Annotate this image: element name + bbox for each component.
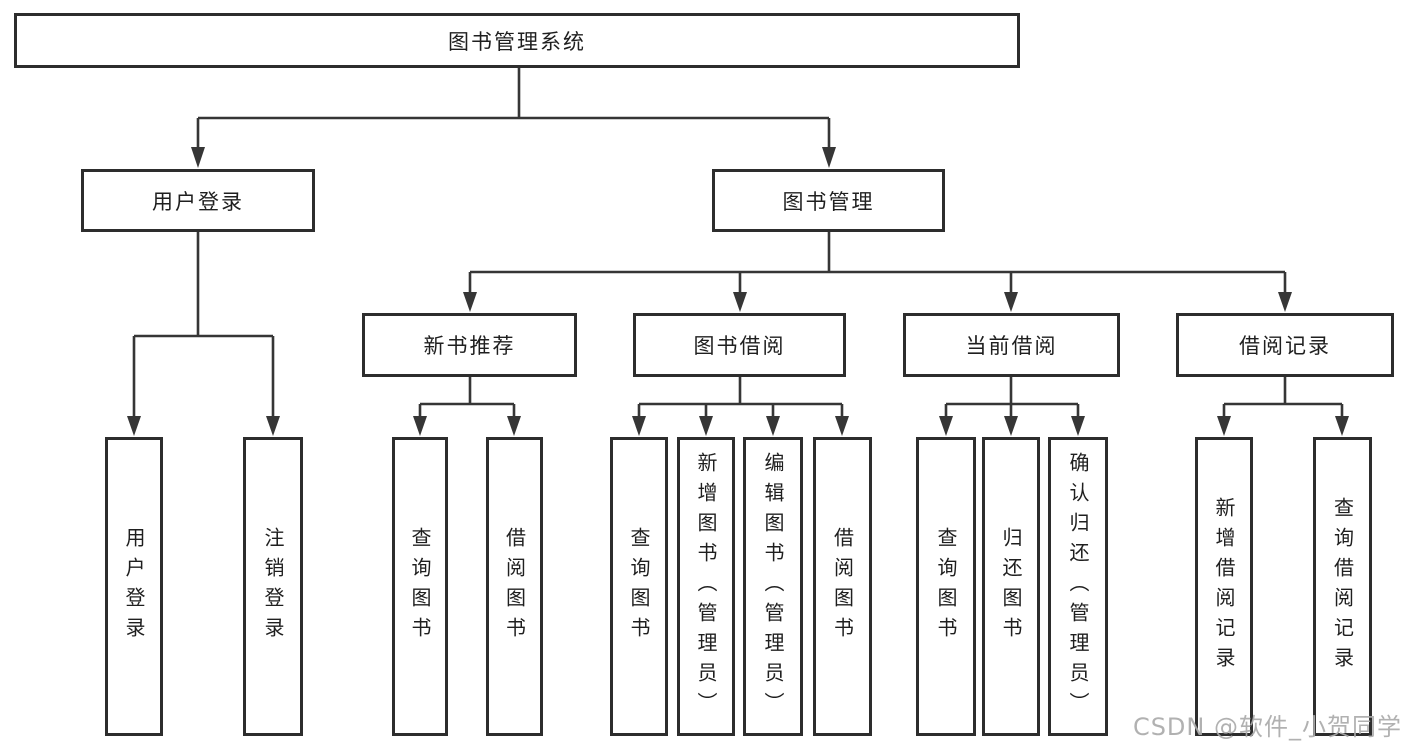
leaf-query-record-label: 查询借阅记录 [1330,496,1355,677]
leaf-borrow-book-rec: 借阅图书 [486,437,543,736]
leaf-user-login-label: 用户登录 [122,526,146,647]
leaf-query-record: 查询借阅记录 [1313,437,1372,736]
node-current-borrow: 当前借阅 [903,313,1120,377]
connector-book-mgmt-to-level3 [463,232,1292,312]
connector-book-borrow-to-leaves [632,377,849,436]
node-borrow-record: 借阅记录 [1176,313,1394,377]
leaf-return-book-label: 归还图书 [999,526,1023,647]
leaf-confirm-return: 确认归还（管理员） [1048,437,1108,736]
leaf-query-book-rec-label: 查询图书 [408,526,432,647]
node-borrow-record-label: 借阅记录 [1239,334,1331,358]
connector-root-to-level2 [191,68,836,168]
node-root-label: 图书管理系统 [448,29,586,54]
node-book-borrow: 图书借阅 [633,313,846,377]
leaf-confirm-return-label: 确认归还（管理员） [1066,451,1090,722]
connector-borrow-record-to-leaves [1217,377,1349,436]
leaf-edit-book: 编辑图书（管理员） [743,437,803,736]
leaf-borrow-book-bb: 借阅图书 [813,437,872,736]
leaf-edit-book-label: 编辑图书（管理员） [761,451,785,722]
watermark-text: CSDN @软件_小贺同学 [1132,713,1402,741]
node-root: 图书管理系统 [14,13,1020,68]
leaf-query-book-bb-label: 查询图书 [627,526,651,647]
leaf-add-record: 新增借阅记录 [1195,437,1253,736]
leaf-add-book: 新增图书（管理员） [677,437,735,736]
node-new-book-rec: 新书推荐 [362,313,577,377]
leaf-user-login: 用户登录 [105,437,163,736]
connector-user-login-to-leaves [127,232,280,436]
leaf-return-book: 归还图书 [982,437,1040,736]
leaf-logout: 注销登录 [243,437,303,736]
leaf-query-book-cb: 查询图书 [916,437,976,736]
leaf-logout-label: 注销登录 [261,526,285,647]
node-book-borrow-label: 图书借阅 [693,334,786,358]
node-book-mgmt: 图书管理 [712,169,945,232]
node-current-borrow-label: 当前借阅 [965,334,1058,358]
leaf-borrow-book-rec-label: 借阅图书 [502,526,527,647]
node-user-login-label: 用户登录 [152,189,244,214]
node-new-book-rec-label: 新书推荐 [423,334,516,358]
leaf-add-book-label: 新增图书（管理员） [694,451,718,722]
leaf-query-book-rec: 查询图书 [392,437,448,736]
node-book-mgmt-label: 图书管理 [782,189,875,214]
connector-current-borrow-to-leaves [939,377,1085,436]
leaf-borrow-book-bb-label: 借阅图书 [830,526,855,647]
leaf-add-record-label: 新增借阅记录 [1212,496,1236,677]
leaf-query-book-bb: 查询图书 [610,437,668,736]
node-user-login: 用户登录 [81,169,315,232]
connector-new-book-rec-to-leaves [413,377,521,436]
leaf-query-book-cb-label: 查询图书 [934,526,958,647]
